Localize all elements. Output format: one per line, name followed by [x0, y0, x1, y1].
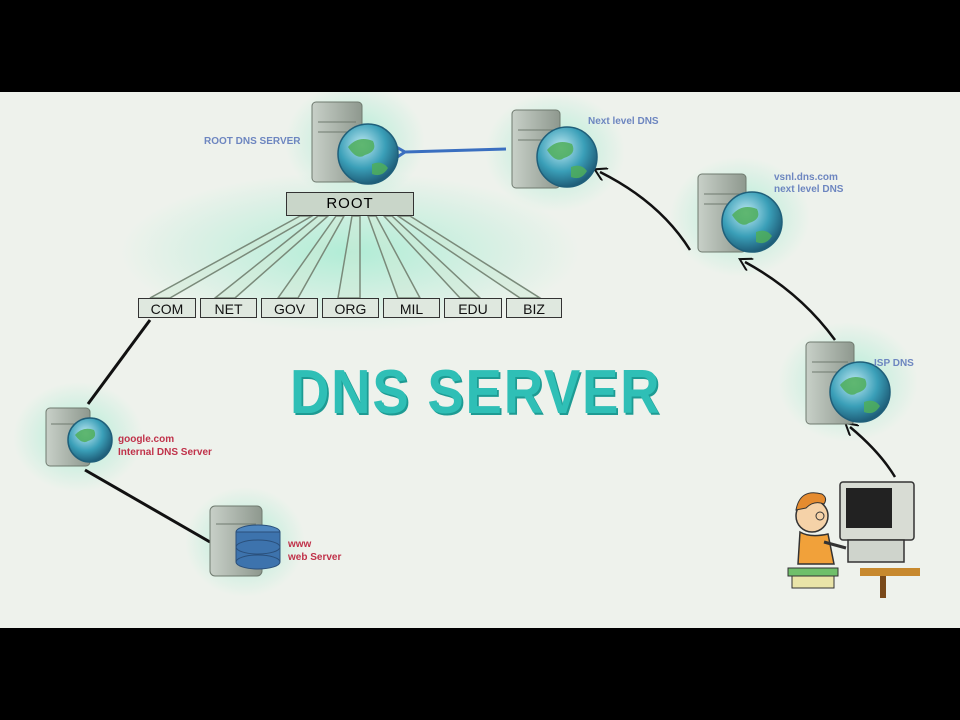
tld-net: NET: [200, 298, 257, 318]
arrow-user-to-isp: [850, 427, 897, 478]
tld-edu: EDU: [444, 298, 502, 318]
root-dns-server-label: ROOT DNS SERVER: [204, 136, 301, 147]
next-level-dns-label: Next level DNS: [588, 116, 659, 127]
tld-biz: BIZ: [506, 298, 562, 318]
tld-mil: MIL: [383, 298, 440, 318]
line-com-google: [86, 319, 152, 405]
tld-gov: GOV: [261, 298, 318, 318]
tld-com: COM: [138, 298, 196, 318]
diagram-canvas: ROOT DNS SERVER Next level DNS vsnl.dns.…: [0, 92, 960, 628]
google-dns-label-line1: google.com: [118, 434, 175, 445]
vsnl-dns-server-icon: [697, 173, 783, 253]
root-box: ROOT: [286, 192, 414, 216]
vsnl-dns-label-line2: next level DNS: [774, 184, 844, 195]
user-computer-icon: [787, 481, 920, 598]
isp-dns-server-icon: [805, 341, 891, 425]
connection-lines: [13, 92, 920, 598]
vsnl-dns-label-line1: vsnl.dns.com: [774, 172, 838, 183]
arrow-vsnl-to-next: [600, 172, 692, 251]
root-fan: [149, 215, 543, 299]
next-level-dns-server-icon: [511, 109, 598, 189]
web-server-label-line1: www: [288, 539, 312, 550]
root-dns-server-icon: [311, 101, 399, 185]
google-dns-label-line2: Internal DNS Server: [118, 447, 212, 458]
isp-dns-label: ISP DNS: [874, 358, 914, 369]
google-dns-server-icon: [45, 407, 113, 467]
arrow-next-to-root: [405, 149, 507, 152]
web-server-label-line2: web Server: [288, 552, 342, 563]
tld-org: ORG: [322, 298, 379, 318]
arrow-isp-to-vsnl: [745, 262, 837, 341]
diagram-title: DNS SERVER: [290, 358, 662, 427]
web-server-icon: [209, 505, 281, 577]
line-google-web: [84, 468, 211, 544]
